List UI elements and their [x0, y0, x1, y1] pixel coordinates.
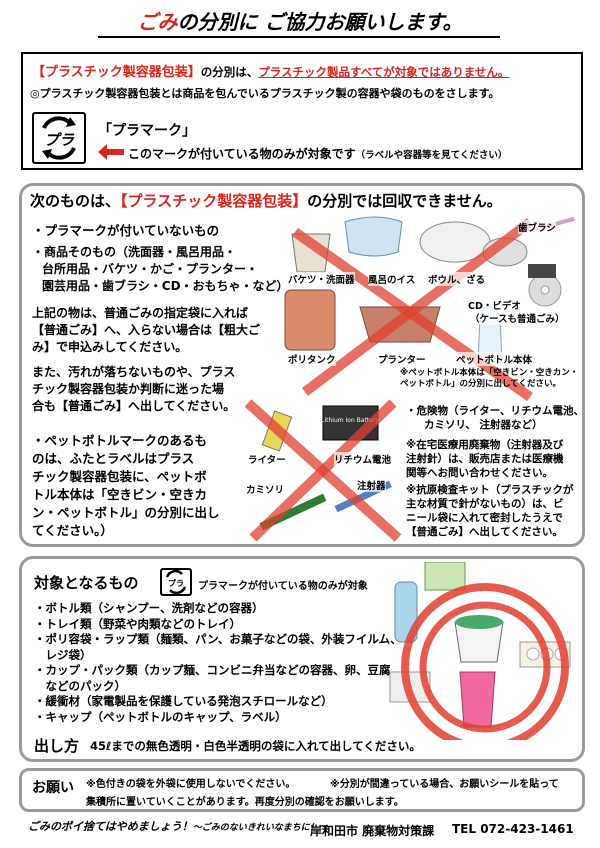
- request-label: お願い: [32, 780, 74, 796]
- antigen-kit-note: ※抗原検査キット（プラスチックが 主な材質で針がないもの）は、ビ ニール袋に入れ…: [406, 484, 574, 538]
- label-bucket: バケツ・洗面器: [288, 272, 355, 286]
- list-item: ・ボトル類（シャンプー、洗剤などの容器）: [34, 601, 264, 615]
- intro-line-1: 【プラスチック製容器包装】の分別は、プラスチック製品すべてが対象ではありません。: [32, 65, 510, 80]
- list-item: レジ袋）: [34, 647, 92, 662]
- target-heading: 対象となるもの: [34, 574, 139, 592]
- bullet-products: ・商品そのもの（洗面器・風呂用品・ 台所用品・バケツ・かご・プランター・ 園芸用…: [32, 245, 289, 293]
- pet-note: ※ペットボトル本体は「空きビン・空きカン・ ペットボトル」の分別に出してください…: [400, 368, 579, 389]
- label-petbottle: ペットボトル本体: [456, 352, 533, 366]
- intro-line-2: ◎プラスチック製容器包装とは商品を包んでいるプラスチック製の容器や袋のものをさし…: [30, 87, 500, 100]
- svg-text:プラ: プラ: [168, 578, 184, 588]
- footer-slogan: ごみのポイ捨てはやめましょう！～ごみのないきれいなまちに！～: [28, 820, 328, 833]
- not-collected-heading: 次のものは、【プラスチック製容器包装】の分別では回収できません。: [30, 192, 502, 210]
- target-items-box: [19, 556, 585, 762]
- howto-label: 出し方: [34, 737, 80, 755]
- label-battery: リチウム電池: [334, 452, 392, 466]
- target-items-list: ・ボトル類（シャンプー、洗剤などの容器） ・トレイ類（野菜や肉類などのトレイ） …: [34, 601, 402, 725]
- para-general-waste: 上記の物は、普通ごみの指定袋に入れば 【普通ごみ】へ、入らない場合は【粗大ご み…: [32, 306, 261, 354]
- label-tank: ポリタンク: [288, 352, 336, 366]
- label-planter: プランター: [378, 352, 426, 366]
- target-plamark-note: プラマークが付いている物のみが対象: [198, 581, 368, 592]
- list-item: などのパック）: [34, 678, 126, 693]
- medical-waste-note: ※在宅医療用廃棄物（注射器及び 注射針）は、販売店または医療機 関等へお問い合わ…: [406, 439, 564, 479]
- svg-text:プラ: プラ: [44, 131, 75, 149]
- label-toothbrush: 歯ブラシ: [518, 220, 556, 234]
- request-line-1b: ※分別が間違っている場合、お願いシールを貼って: [330, 779, 559, 790]
- label-syringe: 注射器: [357, 478, 386, 492]
- plamark-icon: プラ: [32, 112, 86, 164]
- label-razor: カミソリ: [246, 482, 285, 496]
- request-line-2: 集積所に置いていくことがあります。再度分別の確認をお願いします。: [86, 797, 404, 808]
- label-cd: CD・ビデオ: [468, 298, 521, 312]
- label-lighter: ライター: [248, 452, 286, 466]
- label-cd-note: （ケースも普通ごみ）: [470, 311, 565, 325]
- footer-tel: TEL 072-423-1461: [452, 822, 574, 836]
- label-bowl: ボウル、ざる: [428, 272, 486, 286]
- not-collected-box: [19, 183, 585, 547]
- red-arrow-icon: [98, 144, 124, 164]
- list-item: ・カップ・パック類（カップ麺、コンビニ弁当などの容器、卵、豆腐: [34, 663, 391, 677]
- target-items-illustration: [385, 561, 581, 751]
- howto-text: 45ℓまでの無色透明・白色半透明の袋に入れて出してください。: [90, 739, 421, 753]
- svg-text:Lithium Ion Battery: Lithium Ion Battery: [321, 417, 379, 424]
- para-pet-bottle: ・ペットボトルマークのあるも のは、ふたとラベルはプラス チック製容器包装に、ペ…: [32, 433, 220, 538]
- bullet-no-plamark: ・プラマークが付いていないもの: [32, 223, 220, 238]
- plamark-note: このマークが付いている物のみが対象です（ラベルや容器等を見てください）: [128, 147, 508, 161]
- products-illustration: [280, 212, 580, 406]
- plamark-label: 「プラマーク」: [98, 123, 196, 139]
- para-dirty: また、汚れが落ちないものや、プラス チック製容器包装か判断に迷った場 合も【普通…: [32, 365, 236, 413]
- list-item: ・緩衝材（家電製品を保護している発泡スチロールなど）: [34, 694, 333, 708]
- footer-dept: 岸和田市 廃棄物対策課: [310, 824, 435, 838]
- page-title: ごみの分別に ご協力お願いします。: [137, 10, 463, 34]
- list-item: ・トレイ類（野菜や肉類などのトレイ）: [34, 616, 241, 631]
- list-item: ・キャップ（ペットボトルのキャップ、ラベル）: [34, 709, 287, 724]
- request-line-1a: ※色付きの袋を外袋に使用しないでください。: [86, 779, 296, 790]
- list-item: ・ポリ容袋・ラップ類（麺類、パン、お菓子などの袋、外装フイルム、: [34, 632, 402, 646]
- title-underline: [98, 36, 500, 38]
- request-box: [19, 768, 585, 812]
- intro-box: [21, 52, 583, 170]
- dangerous-items-illustration: Lithium Ion Battery: [228, 398, 408, 547]
- label-bathstool: 風呂のイス: [368, 272, 416, 286]
- danger-text: ・危険物（ライター、リチウム電池、 カミソリ、 注射器など）: [406, 405, 584, 431]
- plamark-small-icon: プラ: [160, 568, 192, 596]
